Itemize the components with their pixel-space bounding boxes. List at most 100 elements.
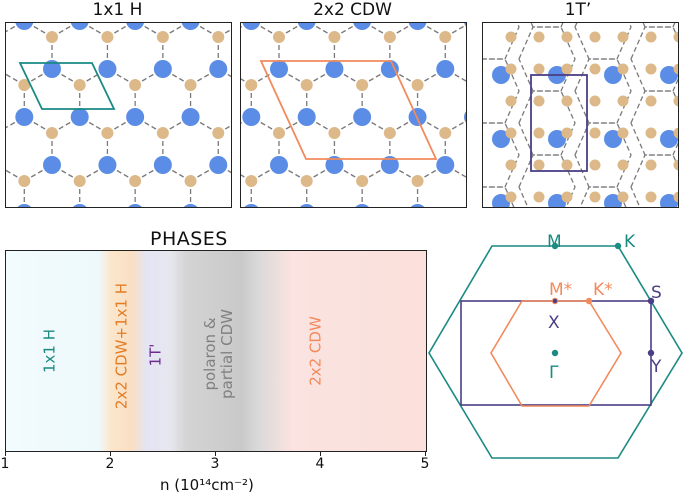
chalcogen-atom (129, 175, 142, 187)
bond-hexagon (579, 186, 627, 207)
chalcogen-atom (673, 63, 678, 75)
chalcogen-atom (561, 31, 573, 43)
lattice-panel-2x2-cdw (240, 22, 467, 208)
metal-atom (43, 60, 61, 78)
atoms (15, 23, 228, 207)
point-x (552, 298, 558, 304)
chalcogen-atom (617, 63, 629, 75)
metal-atom (660, 130, 678, 148)
chalcogen-atom (533, 31, 545, 43)
x-tick-label-3: 3 (210, 456, 220, 472)
x-tick-label-1: 1 (0, 456, 10, 472)
panel-title-1t-prime: 1T’ (564, 0, 592, 20)
metal-atom (98, 60, 117, 78)
metal-atom (15, 23, 34, 30)
metal-atom (73, 204, 87, 207)
chalcogen-atom (46, 127, 58, 139)
lattice-panel-1t-prime (482, 22, 679, 208)
metal-atom (270, 156, 288, 174)
metal-atom (297, 108, 316, 126)
panel-title-1x1-h: 1x1 H (92, 0, 143, 20)
point-s (647, 297, 655, 305)
metal-atom (15, 108, 34, 126)
unit-cell-2x2 (259, 60, 438, 160)
chalcogen-atom (589, 127, 601, 139)
panel-title-2x2-cdw: 2x2 CDW (313, 0, 392, 20)
metal-atom (181, 108, 200, 126)
label-x: X (548, 313, 560, 333)
chalcogen-atom (505, 159, 517, 171)
point-k-star (585, 297, 593, 305)
metal-atom (548, 130, 566, 148)
chalcogen-atom (533, 63, 545, 75)
metal-atom (270, 60, 288, 78)
metal-atom (436, 156, 455, 174)
chalcogen-atom (673, 95, 678, 107)
bond-hexagon (483, 122, 520, 188)
chalcogen-atom (356, 175, 369, 187)
chalcogen-atom (645, 31, 657, 43)
metal-atom (209, 60, 228, 78)
metal-atom (244, 204, 258, 207)
chalcogen-atom (156, 31, 169, 43)
chalcogen-atom (533, 191, 545, 203)
bond-hexagon (483, 58, 520, 124)
bond (444, 24, 466, 38)
metal-atom (325, 60, 344, 78)
chalcogen-atom (18, 79, 31, 91)
metal-atom (353, 108, 372, 126)
chalcogen-atom (273, 31, 285, 43)
chalcogen-atom (673, 159, 678, 171)
metal-atom (98, 156, 117, 174)
label-s: S (651, 283, 662, 303)
atoms (242, 23, 466, 207)
chalcogen-atom (73, 175, 86, 187)
chalcogen-atom (617, 31, 629, 43)
metal-atom (126, 23, 144, 30)
chalcogen-atom (589, 191, 601, 203)
chalcogen-atom (300, 79, 313, 91)
chalcogen-atom (673, 191, 678, 203)
phase-label-2x2-cdw-plus-1x1-h: 2x2 CDW+1x1 H (112, 282, 131, 410)
label-k-star: K* (593, 280, 613, 300)
chalcogen-atom (645, 127, 657, 139)
chalcogen-atom (439, 31, 452, 43)
bond-hexagon (483, 23, 520, 60)
chalcogen-atom (411, 79, 424, 91)
chalcogen-atom (533, 127, 545, 139)
chalcogen-atom (156, 127, 169, 139)
chalcogen-atom (645, 95, 657, 107)
phase-diagram: 1x1 H 2x2 CDW+1x1 H 1T' polaron & partia… (5, 250, 427, 452)
metal-atom (70, 108, 89, 126)
chalcogen-atom (533, 159, 545, 171)
chalcogen-atom (645, 159, 657, 171)
chalcogen-atom (561, 191, 573, 203)
metal-atom (128, 204, 142, 207)
chalcogen-atom (617, 159, 629, 171)
metal-atom (492, 130, 510, 148)
chalcogen-atom (561, 159, 573, 171)
chalcogen-atom (561, 95, 573, 107)
metal-atom (660, 194, 678, 207)
metal-atom (325, 156, 344, 174)
chalcogen-atom (673, 127, 678, 139)
metal-atom (464, 23, 466, 27)
metal-atom (492, 66, 510, 84)
chalcogen-atom (505, 95, 517, 107)
chalcogen-atom (245, 79, 258, 91)
unit-cell-1x1 (18, 62, 116, 110)
metal-atom (604, 194, 622, 207)
metal-atom (153, 60, 172, 78)
chalcogen-atom (673, 31, 678, 43)
x-tick-1 (5, 451, 6, 456)
chalcogen-atom (645, 63, 657, 75)
label-m: M (547, 232, 562, 252)
x-tick-2 (110, 451, 111, 456)
metal-atom (548, 194, 566, 207)
chalcogen-atom (273, 127, 285, 139)
metal-atom (209, 156, 228, 174)
x-tick-label-4: 4 (315, 456, 325, 472)
metal-atom (436, 60, 455, 78)
chalcogen-atom (184, 175, 197, 187)
metal-atom (408, 23, 427, 30)
